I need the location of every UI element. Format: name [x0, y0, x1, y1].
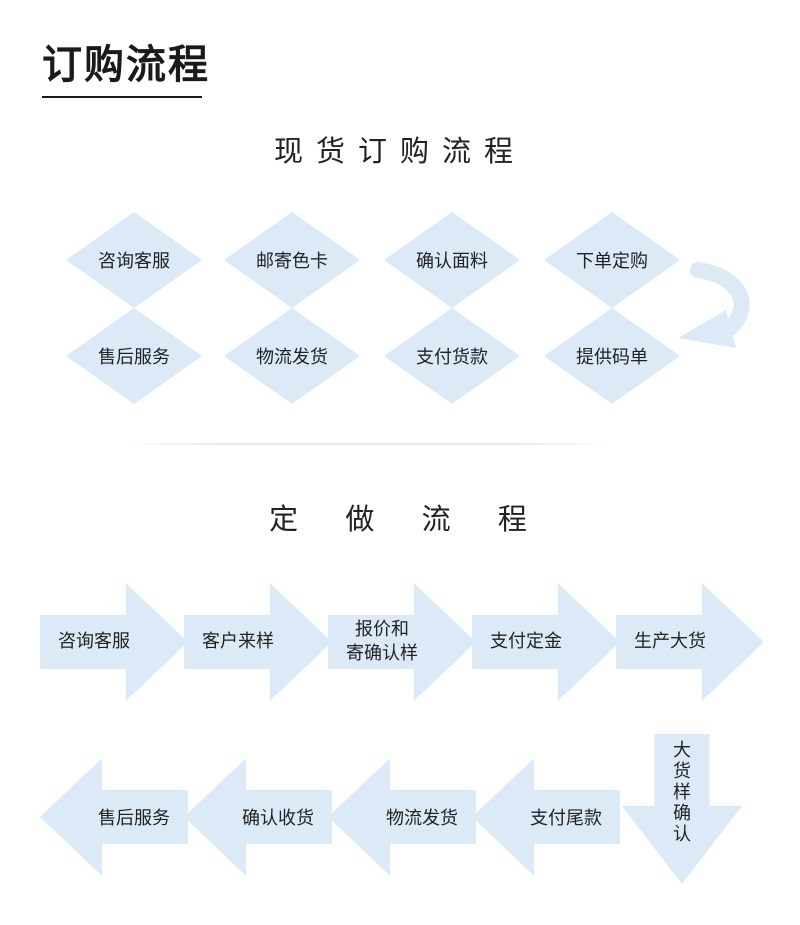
custom-step-2: 客户来样 — [184, 583, 332, 701]
custom-step-7: 支付尾款 — [472, 758, 620, 876]
spot-step-8: 售后服务 — [66, 308, 202, 404]
custom-step-8: 物流发货 — [328, 758, 476, 876]
spot-step-1-label: 咨询客服 — [98, 251, 170, 272]
spot-step-6-label: 支付货款 — [416, 347, 488, 368]
title-underline — [42, 96, 202, 98]
spot-step-4-label: 下单定购 — [576, 251, 648, 272]
section-divider — [128, 443, 608, 445]
spot-order-heading: 现货订购流程 — [273, 134, 526, 168]
custom-step-3-label: 报价和 寄确认样 — [346, 619, 418, 664]
custom-step-9-label: 确认收货 — [242, 808, 314, 829]
custom-step-6-label: 大 货 样 确 认 — [673, 740, 691, 845]
custom-step-9: 确认收货 — [184, 758, 332, 876]
custom-step-1-label: 咨询客服 — [58, 631, 130, 652]
spot-step-2-label: 邮寄色卡 — [256, 251, 328, 272]
spot-step-8-label: 售后服务 — [98, 347, 170, 368]
custom-step-10-label: 售后服务 — [98, 808, 170, 829]
spot-step-3-label: 确认面料 — [416, 251, 488, 272]
custom-step-1: 咨询客服 — [40, 583, 188, 701]
custom-step-10: 售后服务 — [40, 758, 188, 876]
spot-step-3: 确认面料 — [384, 212, 520, 308]
custom-step-2-label: 客户来样 — [202, 631, 274, 652]
custom-step-3: 报价和 寄确认样 — [328, 583, 476, 701]
spot-step-4: 下单定购 — [544, 212, 680, 308]
spot-step-5-label: 提供码单 — [576, 347, 648, 368]
curved-return-arrow-icon — [678, 262, 750, 348]
spot-step-5: 提供码单 — [544, 308, 680, 404]
custom-order-heading: 定 做 流 程 — [269, 502, 531, 536]
spot-step-7-label: 物流发货 — [256, 347, 328, 368]
spot-step-6: 支付货款 — [384, 308, 520, 404]
custom-step-6: 大 货 样 确 认 — [622, 734, 742, 884]
custom-step-7-label: 支付尾款 — [530, 808, 602, 829]
custom-step-5-label: 生产大货 — [634, 631, 706, 652]
spot-step-2: 邮寄色卡 — [224, 212, 360, 308]
spot-step-1: 咨询客服 — [66, 212, 202, 308]
custom-step-5: 生产大货 — [616, 583, 764, 701]
custom-step-4: 支付定金 — [472, 583, 620, 701]
spot-step-7: 物流发货 — [224, 308, 360, 404]
custom-step-8-label: 物流发货 — [386, 808, 458, 829]
custom-step-4-label: 支付定金 — [490, 631, 562, 652]
page-title: 订购流程 — [42, 42, 210, 88]
